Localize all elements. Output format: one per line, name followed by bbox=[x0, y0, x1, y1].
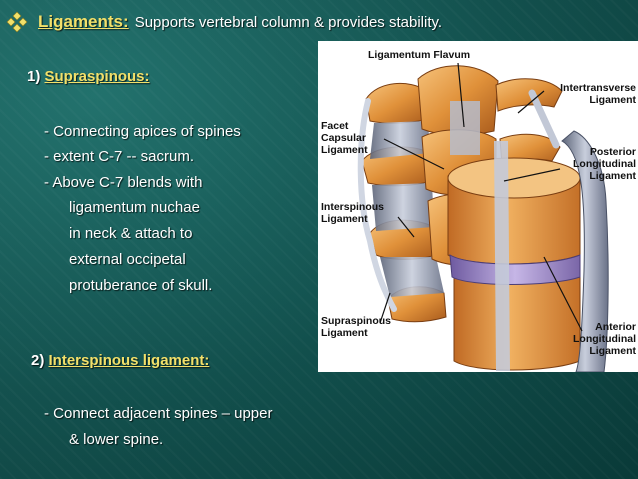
section-1-line: - Above C-7 blends with bbox=[44, 174, 203, 191]
anterior-longitudinal-ligament-band bbox=[561, 130, 609, 372]
label-intertransverse-2: Ligament bbox=[589, 94, 636, 106]
section-2-number: 2) bbox=[31, 352, 45, 369]
section-2-line: & lower spine. bbox=[69, 431, 164, 448]
label-anterior-1: Anterior bbox=[595, 321, 636, 333]
section-1-name: Supraspinous: bbox=[44, 68, 150, 85]
supraspinous-ligament-strip bbox=[357, 98, 397, 312]
label-intertransverse-1: Intertransverse bbox=[560, 82, 636, 94]
section-1-heading: 1) Supraspinous: bbox=[27, 68, 150, 85]
label-interspinous-2: Ligament bbox=[321, 213, 368, 225]
section-1-line: - Connecting apices of spines bbox=[44, 123, 241, 140]
title-description: Supports vertebral column & provides sta… bbox=[134, 13, 443, 31]
label-anterior-3: Ligament bbox=[589, 345, 636, 357]
section-1-line: protuberance of skull. bbox=[69, 277, 213, 294]
section-1-line: external occipetal bbox=[69, 251, 186, 268]
pointer-lines bbox=[379, 62, 583, 332]
posterior-longitudinal-ligament-band bbox=[494, 141, 510, 371]
interspinous-ligament-bands bbox=[370, 121, 444, 297]
label-supraspinous-1: Supraspinous bbox=[321, 315, 391, 327]
spine-ligament-figure: Ligamentum Flavum Intertransverse Ligame… bbox=[318, 41, 638, 372]
vertebral-bodies bbox=[447, 157, 581, 371]
label-facet-2: Capsular bbox=[321, 132, 366, 144]
label-posterior-1: Posterior bbox=[590, 146, 636, 158]
label-posterior-3: Ligament bbox=[589, 170, 636, 182]
label-facet-3: Ligament bbox=[321, 144, 368, 156]
label-anterior-2: Longitudinal bbox=[573, 333, 636, 345]
section-2-line: - Connect adjacent spines – upper bbox=[44, 405, 273, 422]
label-interspinous-1: Interspinous bbox=[321, 201, 384, 213]
spine-illustration: Ligamentum Flavum Intertransverse Ligame… bbox=[321, 49, 637, 372]
section-1-line: in neck & attach to bbox=[69, 225, 193, 242]
section-2-heading: 2) Interspinous ligament: bbox=[31, 352, 209, 369]
intervertebral-disc bbox=[449, 254, 581, 285]
label-supraspinous-2: Ligament bbox=[321, 327, 368, 339]
four-diamond-bullet-icon bbox=[6, 11, 28, 33]
label-facet-1: Facet bbox=[321, 120, 349, 132]
label-ligamentum-flavum: Ligamentum Flavum bbox=[368, 49, 470, 61]
section-2-name: Interspinous ligament: bbox=[48, 352, 210, 369]
section-1-number: 1) bbox=[27, 68, 41, 85]
figure-labels: Ligamentum Flavum Intertransverse Ligame… bbox=[321, 49, 637, 357]
label-posterior-2: Longitudinal bbox=[573, 158, 636, 170]
section-1-line: - extent C-7 -- sacrum. bbox=[44, 148, 195, 165]
section-1-line: ligamentum nuchae bbox=[69, 199, 200, 216]
slide-title: Ligaments: Supports vertebral column & p… bbox=[6, 9, 442, 35]
title-heading: Ligaments: bbox=[38, 12, 129, 31]
